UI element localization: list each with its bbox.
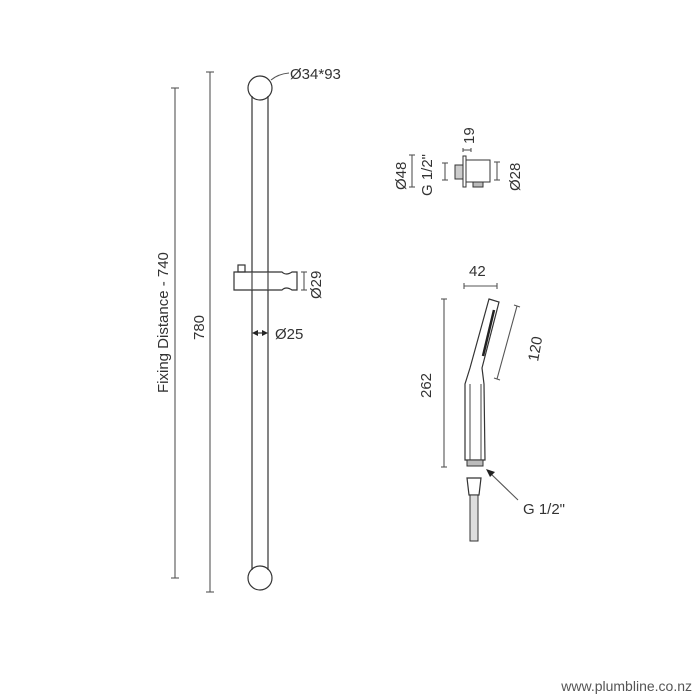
- watermark: www.plumbline.co.nz: [561, 678, 692, 694]
- total-length-label: 262: [418, 373, 435, 398]
- flange-label: Ø48: [393, 162, 410, 190]
- fixing-distance-label: Fixing Distance - 740: [155, 252, 172, 393]
- rail-top-cap: [247, 75, 273, 101]
- body-label: Ø28: [507, 163, 524, 191]
- end-cap-label: Ø34*93: [290, 66, 341, 83]
- connection-label: G 1/2": [523, 501, 565, 518]
- width-label: 42: [469, 263, 486, 280]
- slider-holder: [233, 264, 298, 291]
- shower-rail: Fixing Distance - 740 780 Ø34*93 Ø29 Ø25: [155, 66, 341, 593]
- depth-label: 19: [461, 127, 478, 144]
- thread-label: G 1/2": [419, 154, 436, 196]
- rail-diameter-label: Ø25: [275, 326, 303, 343]
- length-label: 780: [191, 315, 208, 340]
- handset: 42 262 120 G 1/2": [418, 263, 565, 542]
- holder-label: Ø29: [308, 271, 325, 299]
- head-length-label: 120: [525, 335, 546, 363]
- rail-bottom-cap: [247, 565, 273, 591]
- wall-outlet: 19 Ø48 G 1/2" Ø28: [393, 127, 524, 196]
